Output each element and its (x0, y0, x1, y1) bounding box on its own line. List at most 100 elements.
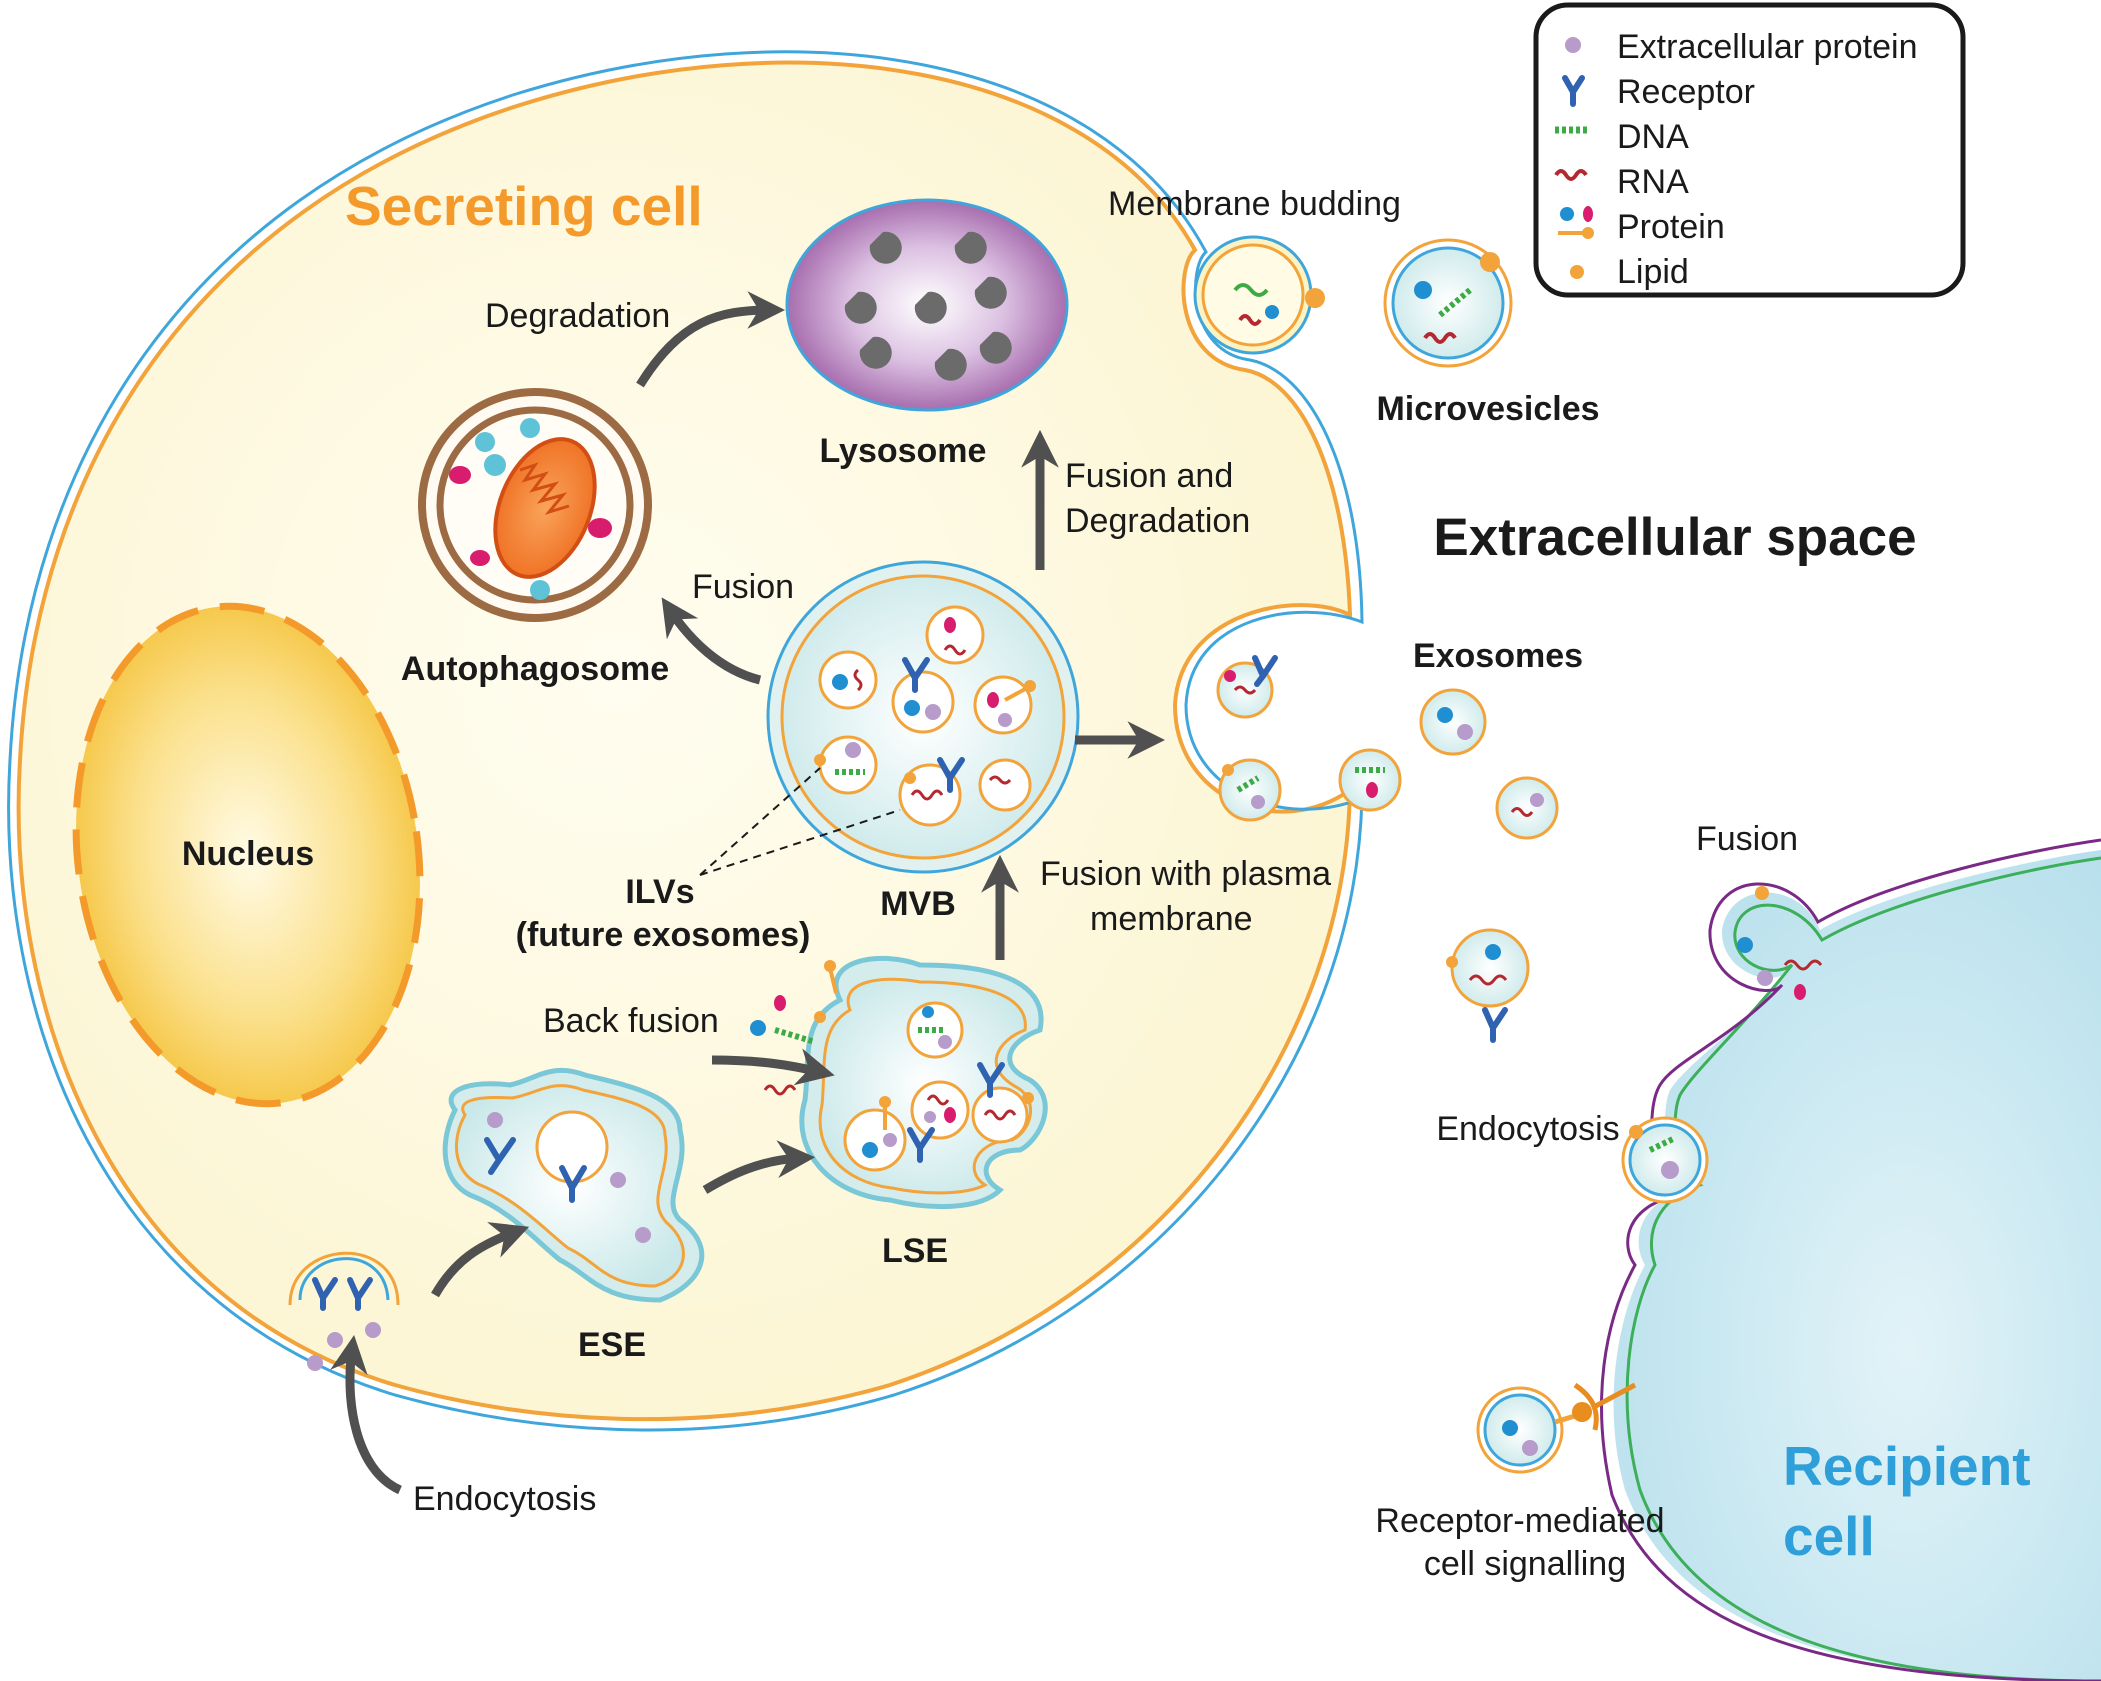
cargo-protein-icon (475, 432, 495, 452)
enzyme-icon (979, 331, 1012, 364)
ilv (973, 675, 1036, 735)
ilv (891, 657, 955, 734)
back-fusion-label: Back fusion (543, 1002, 719, 1040)
back-fusion-cargo (750, 960, 838, 1096)
protein-icon (774, 995, 786, 1011)
receptor-mediated-label-1: Receptor-mediated (1375, 1502, 1664, 1540)
cargo-protein-icon (484, 454, 506, 476)
recipient-cell-outer-membrane (1600, 838, 2101, 1681)
legend-box (1533, 2, 1966, 298)
receptor-icon (559, 1165, 587, 1203)
extracellular-protein-icon (1565, 37, 1581, 53)
lysosome-label: Lysosome (820, 432, 987, 470)
exosome (1338, 748, 1402, 812)
enzyme-icon (974, 276, 1007, 309)
enzyme-icon (914, 291, 947, 324)
lysosome: Lysosome (785, 198, 1069, 470)
rna-icon (1783, 959, 1823, 971)
enzyme-icon (869, 231, 902, 264)
exosome (1216, 655, 1278, 719)
extracellular-protein-icon (1661, 1161, 1679, 1179)
ese-to-lse-arrow (702, 1140, 816, 1194)
ilvs-pointer-lines (699, 767, 901, 876)
exosome (1419, 688, 1487, 756)
enzyme-icon (859, 336, 892, 369)
lipid-icon (814, 1011, 826, 1023)
fusion-plasma-label-1: Fusion with plasma (1040, 855, 1331, 893)
enzyme-icon (934, 348, 967, 381)
legend-label-dna: DNA (1617, 118, 1689, 156)
fusion-degradation-label-1: Fusion and (1065, 457, 1233, 495)
invagination-to-ese-arrow (431, 1222, 530, 1298)
mitochondrion (493, 437, 597, 579)
ilv (910, 1080, 970, 1140)
enzyme-icon (954, 231, 987, 264)
mvb-label: MVB (880, 885, 956, 923)
fusion-degradation-label-2: Degradation (1065, 502, 1250, 540)
legend-label-extracellular-protein: Extracellular protein (1617, 28, 1917, 66)
legend: Extracellular protein Receptor DNA RNA P… (1533, 2, 1966, 298)
degradation-label: Degradation (485, 297, 670, 335)
endocytosis-label-right: Endocytosis (1436, 1110, 1619, 1148)
exosomes-label: Exosomes (1413, 637, 1583, 675)
protein-icon (1558, 206, 1594, 239)
dna-icon (1648, 1135, 1677, 1153)
ese-ilv (535, 1110, 609, 1184)
fusion-recipient-label: Fusion (1696, 820, 1798, 858)
receptor-mediated-label-2: cell signalling (1424, 1545, 1626, 1583)
back-fusion-arrow (711, 1048, 835, 1086)
ilv (843, 1096, 907, 1172)
legend-label-rna: RNA (1617, 163, 1689, 201)
membrane-budding: Membrane budding (1108, 185, 1401, 355)
extracellular-space-title: Extracellular space (1433, 508, 1916, 567)
receptor-icon (312, 1277, 338, 1311)
lse: LSE (799, 955, 1048, 1270)
endocytosis-arrow (330, 1335, 403, 1495)
recipient-cell-fill (1613, 850, 2101, 1681)
legend-label-protein: Protein (1617, 208, 1725, 246)
cargo-protein-icon (449, 466, 471, 484)
fusion-arrow (661, 597, 762, 685)
secreting-cell-title: Secreting cell (345, 175, 703, 237)
exosome (1495, 776, 1559, 840)
extracellular-protein-icon (1757, 970, 1773, 986)
lipid-icon (1629, 1125, 1643, 1139)
lipid-icon (1570, 265, 1584, 279)
receptor-icon (907, 1127, 935, 1163)
lipid-icon (1755, 886, 1769, 900)
receptor-icon (484, 1137, 516, 1175)
receptor-mediated-signalling (1476, 1382, 1637, 1474)
extracellular-protein-icon (487, 1112, 503, 1128)
mvb: MVB (766, 560, 1080, 923)
protein-icon (1737, 937, 1753, 953)
autophagosome: Autophagosome (401, 388, 669, 688)
ilvs-label-1: ILVs (625, 873, 694, 911)
receptor-icon (347, 1277, 373, 1311)
ilv (971, 1062, 1034, 1144)
microvesicle (1383, 238, 1513, 368)
lipid-icon (1572, 1402, 1592, 1422)
extracellular-protein-icon (307, 1355, 323, 1371)
receptor-icon (1573, 1382, 1637, 1431)
endocytosis-label-left: Endocytosis (413, 1480, 596, 1518)
extracellular-protein-icon (635, 1227, 651, 1243)
ilv (898, 757, 965, 827)
rna-icon (1554, 169, 1588, 181)
autophagosome-label: Autophagosome (401, 650, 669, 688)
extracellular-protein-icon (610, 1172, 626, 1188)
ilvs-label-2: (future exosomes) (516, 916, 811, 954)
fusion-label: Fusion (692, 568, 794, 606)
ilv (818, 650, 878, 710)
legend-label-lipid: Lipid (1617, 253, 1689, 291)
recipient-cell-title-2: cell (1783, 1505, 1875, 1567)
rna-icon (763, 1084, 797, 1096)
fusion-plasma-label-2: membrane (1090, 900, 1253, 938)
nucleus-envelope (72, 602, 424, 1108)
lipid-icon (828, 967, 838, 994)
ilv (906, 1001, 964, 1059)
microvesicles-label: Microvesicles (1376, 390, 1599, 428)
lysosome-enzymes (844, 231, 1012, 381)
ilv (925, 605, 985, 665)
